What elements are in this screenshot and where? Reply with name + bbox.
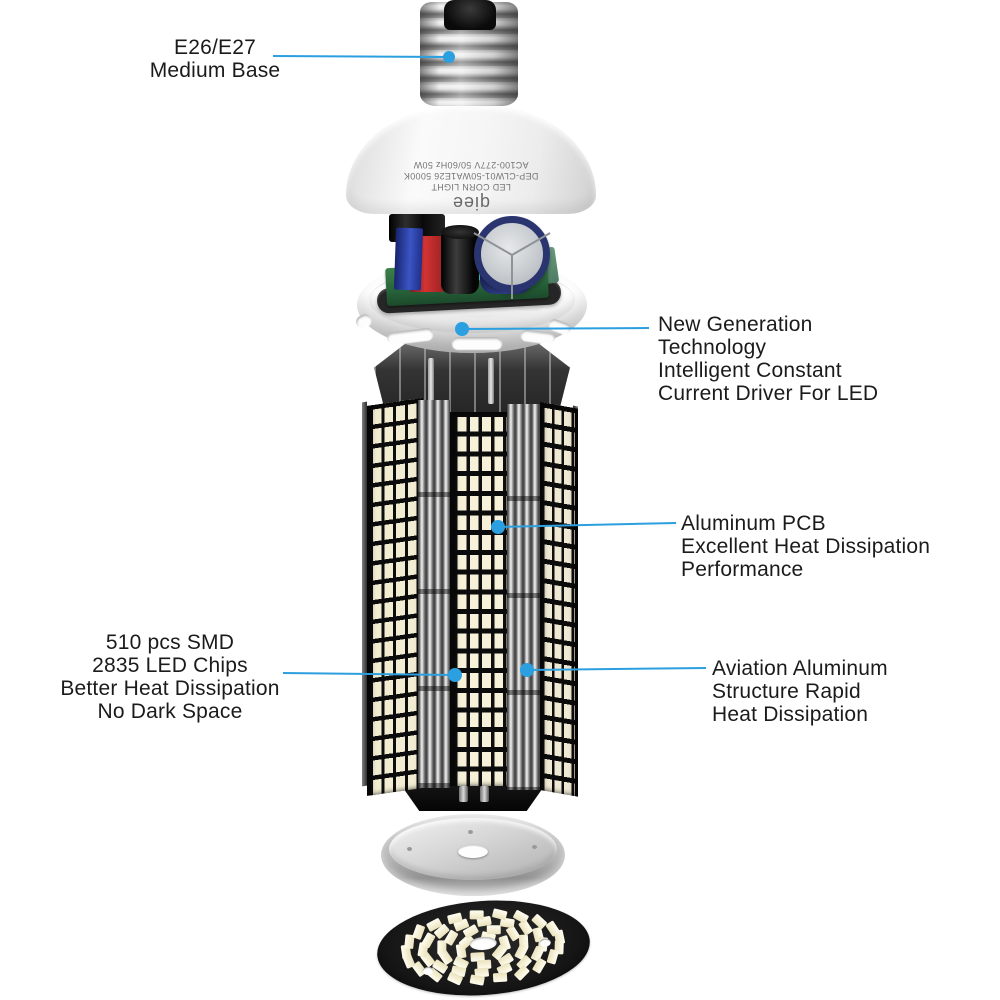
callout-chips: 510 pcs SMD 2835 LED Chips Better Heat D… bbox=[37, 631, 303, 723]
callout-line: Better Heat Dissipation bbox=[60, 677, 280, 700]
cap-screw-hole bbox=[407, 847, 412, 851]
dome-print-line: LED CORN LIGHT bbox=[431, 182, 511, 192]
capacitor-small bbox=[441, 225, 479, 294]
dome-print: qiee LED CORN LIGHT DEP-CLW01-50WA1E26 5… bbox=[351, 148, 591, 214]
callout-base: E26/E27 Medium Base bbox=[140, 36, 290, 82]
capacitor-vent-groove bbox=[473, 232, 513, 256]
heatsink-fins-right bbox=[507, 404, 540, 790]
terminal-pin bbox=[459, 786, 468, 802]
callout-line: Excellent Heat Dissipation bbox=[681, 535, 931, 558]
smd-chip bbox=[513, 964, 530, 982]
callout-line: Heat Dissipation bbox=[712, 703, 869, 726]
callout-line: Medium Base bbox=[149, 59, 281, 82]
callout-line: Aluminum PCB bbox=[681, 512, 826, 535]
heatsink-post bbox=[488, 358, 494, 404]
callout-line: Technology bbox=[658, 336, 767, 359]
callout-driver: New Generation Technology Intelligent Co… bbox=[658, 313, 918, 405]
led-strip-front bbox=[450, 412, 515, 786]
smd-chip bbox=[531, 913, 548, 930]
cap-screw-hole bbox=[468, 830, 473, 834]
led-plate bbox=[373, 893, 594, 1000]
callout-line: Aviation Aluminum bbox=[712, 657, 888, 680]
callout-line: 510 pcs SMD bbox=[105, 631, 235, 654]
vent-slot bbox=[452, 337, 502, 349]
cap-screw-hole bbox=[532, 845, 537, 849]
heatsink-fins-left bbox=[418, 400, 450, 788]
dome-print-line: DEP-CLW01-50WA1E26 5000K bbox=[403, 171, 539, 181]
transformer-plate bbox=[393, 227, 424, 291]
callout-line: 2835 LED Chips bbox=[92, 654, 248, 677]
capacitor-large bbox=[473, 216, 551, 299]
callout-pcb: Aluminum PCB Excellent Heat Dissipation … bbox=[681, 512, 961, 581]
callout-line: Current Driver For LED bbox=[658, 382, 879, 405]
brand-logo: qiee bbox=[451, 193, 491, 213]
callout-line: New Generation bbox=[658, 313, 813, 336]
smd-chip bbox=[469, 910, 484, 920]
cap-center-hole bbox=[458, 845, 488, 858]
callout-line: Intelligent Constant bbox=[658, 359, 842, 382]
smd-chip bbox=[493, 972, 508, 983]
smd-chip bbox=[492, 908, 508, 921]
smd-chip bbox=[546, 949, 559, 966]
callout-line: Performance bbox=[681, 558, 804, 581]
smd-chip bbox=[420, 931, 436, 949]
terminal-pin bbox=[480, 786, 489, 802]
callout-line: Structure Rapid bbox=[712, 680, 861, 703]
smd-chip bbox=[486, 925, 501, 935]
dome-print-line: AC100-277V 50/60Hz 50W bbox=[413, 160, 529, 170]
capacitor-vent-groove bbox=[511, 232, 551, 256]
led-strip-left bbox=[367, 398, 423, 796]
capacitor-vent-groove bbox=[511, 255, 513, 299]
led-strip-right bbox=[540, 402, 578, 797]
smd-chip bbox=[469, 974, 486, 986]
callout-line: No Dark Space bbox=[97, 700, 243, 723]
callout-line: E26/E27 bbox=[174, 36, 256, 59]
heatsink-post bbox=[428, 358, 434, 404]
callout-aluminum: Aviation Aluminum Structure Rapid Heat D… bbox=[712, 657, 952, 726]
base-contact-tip bbox=[444, 0, 496, 30]
